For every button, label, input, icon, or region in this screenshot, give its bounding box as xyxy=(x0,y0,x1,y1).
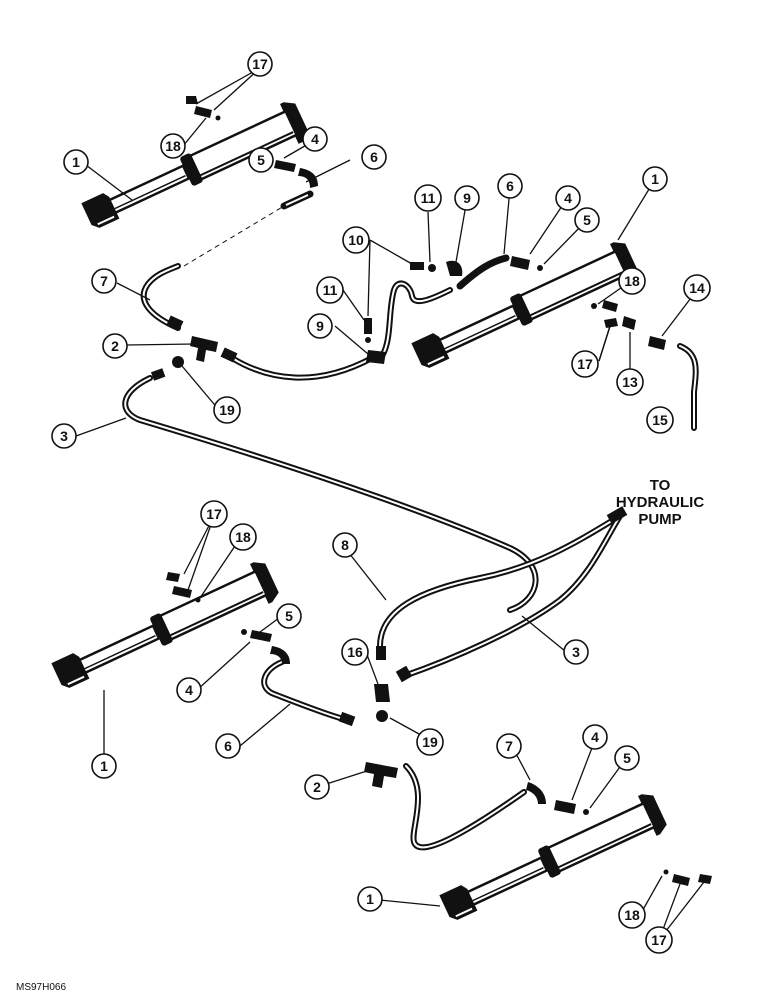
callout-1-a: 1 xyxy=(63,149,89,175)
leader-lines xyxy=(75,67,705,941)
svg-text:17: 17 xyxy=(577,356,593,372)
callout-9-a: 9 xyxy=(454,185,480,211)
callout-4-c: 4 xyxy=(176,677,202,703)
svg-text:4: 4 xyxy=(311,131,319,147)
svg-text:4: 4 xyxy=(185,682,193,698)
cylinder-1-bottom-left xyxy=(47,556,283,699)
svg-text:10: 10 xyxy=(348,232,364,248)
callout-18-d: 18 xyxy=(618,901,646,929)
callout-18-b: 18 xyxy=(618,267,646,295)
svg-text:18: 18 xyxy=(235,529,251,545)
callout-16: 16 xyxy=(341,638,369,666)
svg-text:16: 16 xyxy=(347,644,363,660)
callout-19-b: 19 xyxy=(416,728,444,756)
callout-18-c: 18 xyxy=(229,523,257,551)
svg-text:11: 11 xyxy=(323,282,338,298)
svg-text:19: 19 xyxy=(219,402,235,418)
callout-5-c: 5 xyxy=(276,603,302,629)
svg-text:5: 5 xyxy=(257,152,265,168)
callout-7-b: 7 xyxy=(496,733,522,759)
callout-2-a: 2 xyxy=(102,333,128,359)
callout-11-a: 11 xyxy=(414,184,442,212)
svg-text:5: 5 xyxy=(583,212,591,228)
svg-text:5: 5 xyxy=(623,750,631,766)
svg-text:17: 17 xyxy=(206,506,222,522)
callouts: 17 18 1 5 4 6 11 9 6 4 5 1 10 11 9 18 14… xyxy=(51,51,711,954)
pump-note-line-3: PUMP xyxy=(638,511,681,528)
callout-1-d: 1 xyxy=(357,886,383,912)
svg-text:19: 19 xyxy=(422,734,438,750)
callout-4-b: 4 xyxy=(555,185,581,211)
svg-text:11: 11 xyxy=(421,190,436,206)
callout-9-b: 9 xyxy=(307,313,333,339)
callout-5-b: 5 xyxy=(574,207,600,233)
callout-7-a: 7 xyxy=(91,268,117,294)
pump-note-line-2: HYDRAULIC xyxy=(616,494,704,511)
callout-19-a: 19 xyxy=(213,396,241,424)
svg-text:1: 1 xyxy=(651,171,659,187)
svg-text:9: 9 xyxy=(316,318,324,334)
pump-note: TO HYDRAULIC PUMP xyxy=(616,477,704,528)
svg-text:1: 1 xyxy=(72,154,80,170)
svg-text:6: 6 xyxy=(224,738,232,754)
svg-text:4: 4 xyxy=(564,190,572,206)
callout-18-a: 18 xyxy=(160,133,186,159)
callout-17-a: 17 xyxy=(247,51,273,77)
svg-text:6: 6 xyxy=(506,178,514,194)
callout-17-d: 17 xyxy=(645,926,673,954)
callout-8: 8 xyxy=(332,532,358,558)
callout-5-a: 5 xyxy=(248,147,274,173)
svg-text:8: 8 xyxy=(341,537,349,553)
callout-15: 15 xyxy=(646,406,674,434)
callout-17-b: 17 xyxy=(571,350,599,378)
svg-text:15: 15 xyxy=(652,412,668,428)
pump-note-line-1: TO xyxy=(650,477,671,494)
svg-text:7: 7 xyxy=(100,273,108,289)
svg-text:3: 3 xyxy=(572,644,580,660)
callout-6-b: 6 xyxy=(497,173,523,199)
svg-text:1: 1 xyxy=(366,891,374,907)
callout-17-c: 17 xyxy=(200,500,228,528)
callout-6-c: 6 xyxy=(215,733,241,759)
callout-6-a: 6 xyxy=(361,144,387,170)
svg-text:17: 17 xyxy=(651,932,667,948)
svg-text:18: 18 xyxy=(624,907,640,923)
callout-3-b: 3 xyxy=(563,639,589,665)
callout-3-a: 3 xyxy=(51,423,77,449)
svg-text:1: 1 xyxy=(100,758,108,774)
callout-4-a: 4 xyxy=(302,126,328,152)
callout-14: 14 xyxy=(683,274,711,302)
svg-text:7: 7 xyxy=(505,738,513,754)
callout-11-b: 11 xyxy=(316,276,344,304)
svg-text:18: 18 xyxy=(624,273,640,289)
svg-text:2: 2 xyxy=(111,338,119,354)
svg-text:2: 2 xyxy=(313,779,321,795)
svg-text:14: 14 xyxy=(689,280,705,296)
svg-text:9: 9 xyxy=(463,190,471,206)
svg-text:18: 18 xyxy=(165,138,181,154)
callout-4-d: 4 xyxy=(582,724,608,750)
callout-10: 10 xyxy=(342,226,370,254)
callout-13: 13 xyxy=(616,368,644,396)
fittings xyxy=(150,96,712,886)
svg-text:13: 13 xyxy=(622,374,638,390)
callout-2-b: 2 xyxy=(304,774,330,800)
callout-1-b: 1 xyxy=(642,166,668,192)
callout-1-c: 1 xyxy=(91,753,117,779)
svg-text:4: 4 xyxy=(591,729,599,745)
svg-text:3: 3 xyxy=(60,428,68,444)
svg-text:5: 5 xyxy=(285,608,293,624)
figure-code: MS97H066 xyxy=(16,982,66,993)
hoses xyxy=(122,263,699,851)
svg-text:17: 17 xyxy=(252,56,268,72)
svg-text:6: 6 xyxy=(370,149,378,165)
callout-5-d: 5 xyxy=(614,745,640,771)
